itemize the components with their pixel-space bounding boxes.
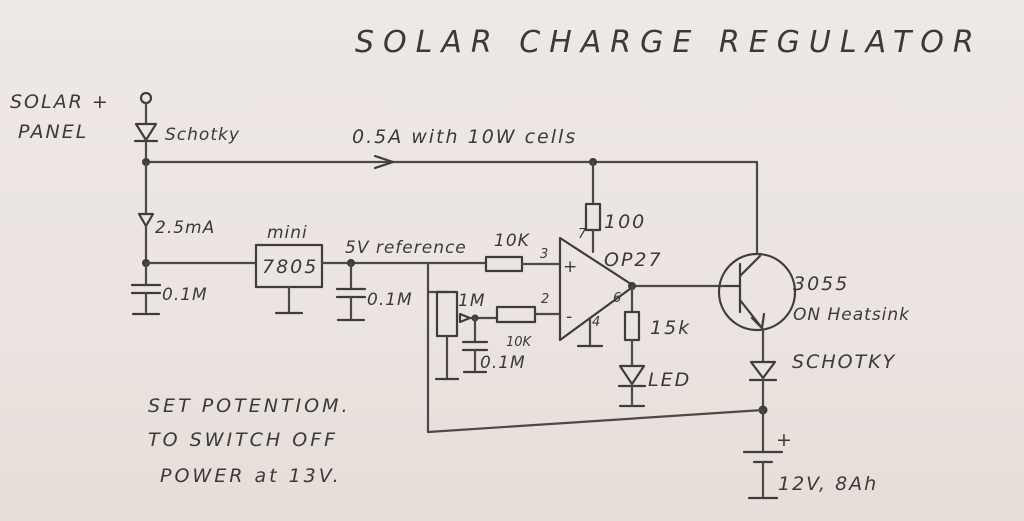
opamp-label: OP27: [604, 249, 663, 271]
resistor-100-label: 100: [604, 211, 646, 233]
regulator-current-arrow: [137, 212, 155, 228]
reference-label: 5V reference: [345, 238, 467, 258]
input-schottky-diode: [133, 101, 159, 164]
solar-panel-label-2: PANEL: [18, 121, 88, 143]
input-schottky-label: Schotky: [165, 125, 240, 145]
led-label: LED: [648, 369, 691, 391]
output-schottky-label: SCHOTKY: [792, 351, 896, 373]
resistor-100: [584, 202, 602, 232]
pot-label: 1M: [458, 291, 485, 311]
battery-label: 12V, 8Ah: [778, 473, 878, 495]
pin6-label: 6: [613, 291, 621, 306]
opamp-minus-sign: -: [566, 307, 573, 327]
potentiometer-1m: [435, 290, 459, 338]
note-line-3: POWER at 13V.: [160, 465, 342, 487]
pot-capacitor: [461, 316, 489, 374]
solar-positive-terminal: [139, 91, 153, 105]
pin2-label: 2: [541, 292, 549, 307]
battery-plus-label: +: [776, 429, 794, 451]
resistor-plus-input: [484, 255, 524, 273]
regulator-name-label: mini: [267, 223, 308, 243]
input-capacitor: [130, 261, 162, 316]
feedback-wire: [426, 408, 765, 434]
input-capacitor-label: 0.1M: [162, 285, 208, 305]
note-line-2: TO SWITCH OFF: [148, 429, 338, 451]
reference-capacitor: [335, 261, 367, 322]
opamp-plus-sign: +: [563, 257, 578, 277]
transistor-note-label: ON Heatsink: [793, 305, 910, 325]
resistor-minus-label: 10K: [506, 335, 533, 350]
regulator-part-label: 7805: [262, 256, 318, 278]
note-line-1: SET POTENTIOM.: [148, 395, 351, 417]
resistor-15k: [623, 310, 641, 342]
pin3-label: 3: [540, 247, 548, 262]
transistor-part-label: 3055: [793, 273, 849, 295]
battery-12v: [742, 450, 784, 500]
main-current-label: 0.5A with 10W cells: [352, 126, 577, 148]
opamp-op27: [558, 236, 636, 342]
current-arrow: [373, 154, 395, 170]
pot-wiper-arrow: [458, 312, 472, 324]
reference-capacitor-label: 0.1M: [367, 290, 413, 310]
resistor-plus-label: 10K: [494, 231, 531, 251]
regulator-current-label: 2.5mA: [155, 218, 215, 238]
output-schottky-diode: [748, 360, 778, 382]
solar-panel-label-1: SOLAR +: [10, 91, 110, 113]
indicator-led: [617, 364, 647, 408]
pot-capacitor-label: 0.1M: [480, 353, 526, 373]
transistor-3055: [717, 252, 797, 332]
resistor-15k-label: 15k: [650, 317, 691, 339]
pin7-label: 7: [578, 227, 587, 242]
pin4-label: 4: [592, 315, 600, 330]
resistor-minus-input: [495, 305, 537, 324]
diagram-title: SOLAR CHARGE REGULATOR: [355, 25, 983, 60]
